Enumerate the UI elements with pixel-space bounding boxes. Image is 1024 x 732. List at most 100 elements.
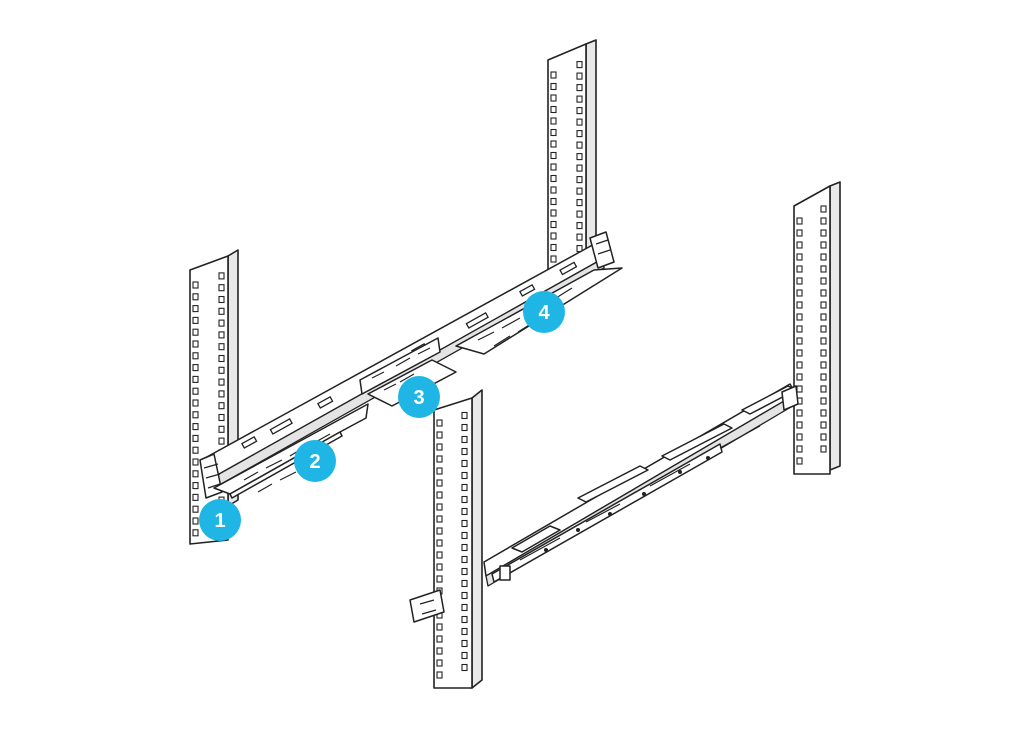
rack-hole (192, 493, 199, 501)
rack-hole (436, 563, 443, 571)
rack-hole (192, 281, 199, 289)
rack-hole (218, 319, 225, 327)
rack-hole (218, 402, 225, 410)
rack-hole (436, 491, 443, 499)
callout-number: 4 (538, 302, 550, 324)
rack-hole (796, 253, 803, 261)
rack-hole (820, 229, 827, 237)
rack-hole (820, 277, 827, 285)
rack-hole (820, 217, 827, 225)
rack-post-holes (436, 411, 468, 679)
rack-hole (796, 265, 803, 273)
rack-hole (192, 328, 199, 336)
rack-hole (461, 663, 468, 672)
rack-hole (576, 222, 583, 230)
rack-hole (820, 421, 827, 429)
rack-hole (820, 385, 827, 393)
rack-hole (192, 399, 199, 407)
rack-hole (461, 627, 468, 636)
callout-2: 2 (294, 440, 336, 482)
rack-hole (550, 186, 557, 194)
rack-hole (436, 455, 443, 463)
rack-hole (436, 623, 443, 631)
rack-hole (820, 325, 827, 333)
left-rail-assembly (199, 231, 623, 499)
rack-hole (218, 437, 225, 445)
rack-post-rear-right (547, 39, 597, 283)
rack-hole (796, 421, 803, 429)
rack-hole (218, 413, 225, 422)
rack-hole (820, 409, 827, 417)
rack-hole (218, 425, 225, 433)
rack-hole (192, 375, 199, 383)
rack-hole (436, 467, 443, 475)
rack-hole (436, 527, 443, 535)
rack-hole (796, 277, 803, 285)
rack-hole (550, 243, 557, 252)
rack-hole (550, 82, 557, 91)
rack-hole (796, 241, 803, 249)
rack-hole (796, 289, 803, 297)
rack-hole (461, 519, 468, 528)
rack-hole (550, 71, 557, 79)
rack-hole (192, 529, 199, 537)
rack-hole (796, 457, 803, 465)
callout-circle (398, 376, 440, 418)
rack-hole (461, 603, 468, 612)
rack-hole (796, 301, 803, 309)
rack-hole (461, 459, 468, 468)
rack-hole (436, 443, 443, 451)
rack-hole (576, 107, 583, 115)
rack-hole (796, 361, 803, 369)
rack-hole (820, 373, 827, 381)
rack-hole (192, 458, 199, 466)
rack-hole (550, 117, 557, 125)
rack-hole (820, 433, 827, 441)
rack-hole (218, 390, 225, 398)
callout-number: 2 (309, 451, 320, 473)
rack-hole (461, 411, 468, 420)
rack-hole (192, 352, 199, 360)
rack-hole (550, 174, 557, 183)
rack-hole (436, 659, 443, 667)
rack-hole (576, 164, 583, 172)
rack-post-front-right (793, 181, 841, 475)
rack-hole (576, 210, 583, 218)
rack-hole (796, 433, 803, 441)
rack-hole (576, 72, 583, 80)
rack-hole (796, 313, 803, 321)
callout-4: 4 (523, 291, 565, 333)
callout-circle (294, 440, 336, 482)
rack-hole (576, 61, 583, 69)
rack-hole (576, 141, 583, 149)
rack-hole (461, 423, 468, 432)
rack-hole (550, 94, 557, 102)
rack-post-holes (796, 205, 827, 465)
rack-hole (461, 471, 468, 480)
rack-hole (218, 284, 225, 292)
rack-hole (576, 176, 583, 184)
rack-hole (550, 163, 557, 171)
rack-hole (820, 253, 827, 261)
rack-hole (550, 105, 557, 114)
rack-hole (192, 387, 199, 395)
rack-hole (550, 128, 557, 137)
rack-hole (192, 305, 199, 313)
rack-hole (192, 482, 199, 490)
callout-1: 1 (199, 499, 241, 541)
rack-hole (820, 397, 827, 405)
rack-hole (218, 343, 225, 351)
rack-hole (461, 531, 468, 540)
rack-hole (796, 349, 803, 357)
rack-hole (820, 445, 827, 453)
rack-hole (192, 505, 199, 513)
rack-hole (820, 301, 827, 309)
rack-hole (461, 651, 468, 660)
rack-hole (461, 567, 468, 576)
rack-hole (192, 293, 199, 301)
rack-hole (796, 337, 803, 345)
rack-hole (576, 95, 583, 103)
rack-hole (461, 483, 468, 492)
rack-hole (550, 232, 557, 240)
